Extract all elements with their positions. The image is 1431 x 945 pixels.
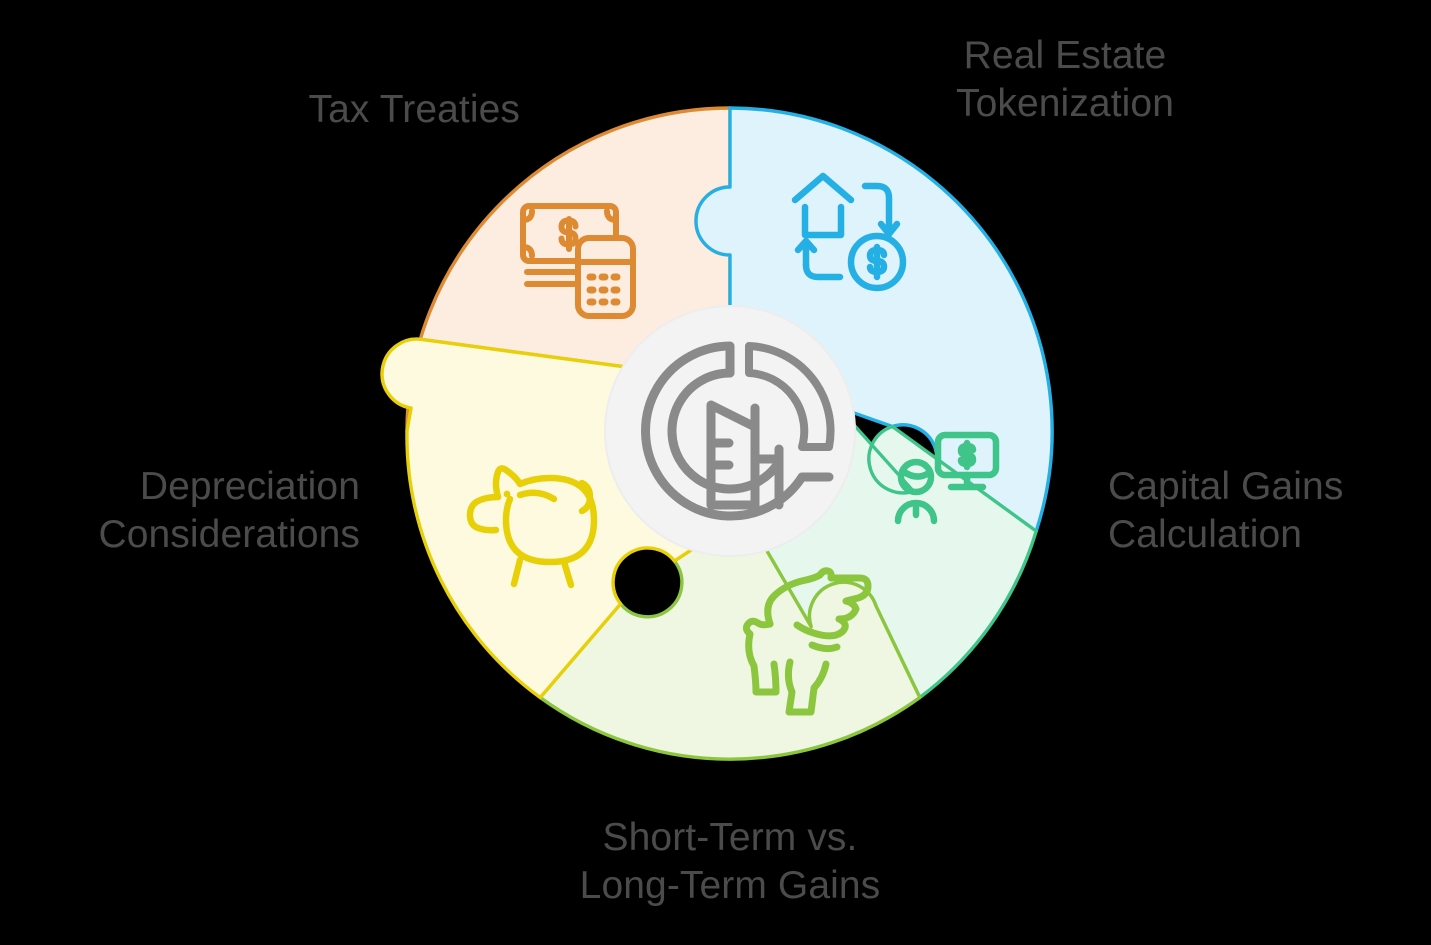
label-capital-gains-calculation: Capital Gains Calculation (1108, 465, 1344, 556)
segment-depreciation-considerations[interactable] (380, 337, 697, 700)
house-exchange-dollar-icon (791, 172, 907, 292)
label-tax-treaties: Tax Treaties (308, 88, 520, 131)
segment-short-term-vs-long-term-gains[interactable] (538, 545, 922, 761)
segment-tax-treaties[interactable] (380, 106, 732, 433)
segment-real-estate-tokenization[interactable] (694, 106, 1054, 533)
banknote-calculator-icon (520, 203, 636, 319)
bear-market-icon (742, 567, 872, 716)
label-depreciation-considerations: Depreciation Considerations (98, 465, 360, 556)
piggy-bank-icon (466, 465, 598, 589)
person-monitor-dollar-icon (894, 431, 1000, 525)
label-real-estate-tokenization: Real Estate Tokenization (955, 34, 1174, 125)
center-hub[interactable] (604, 305, 856, 557)
segment-capital-gains-calculation[interactable] (763, 405, 1038, 700)
chart-building-logo-icon (641, 341, 835, 521)
label-short-term-vs-long-term-gains: Short-Term vs. Long-Term Gains (579, 816, 881, 907)
